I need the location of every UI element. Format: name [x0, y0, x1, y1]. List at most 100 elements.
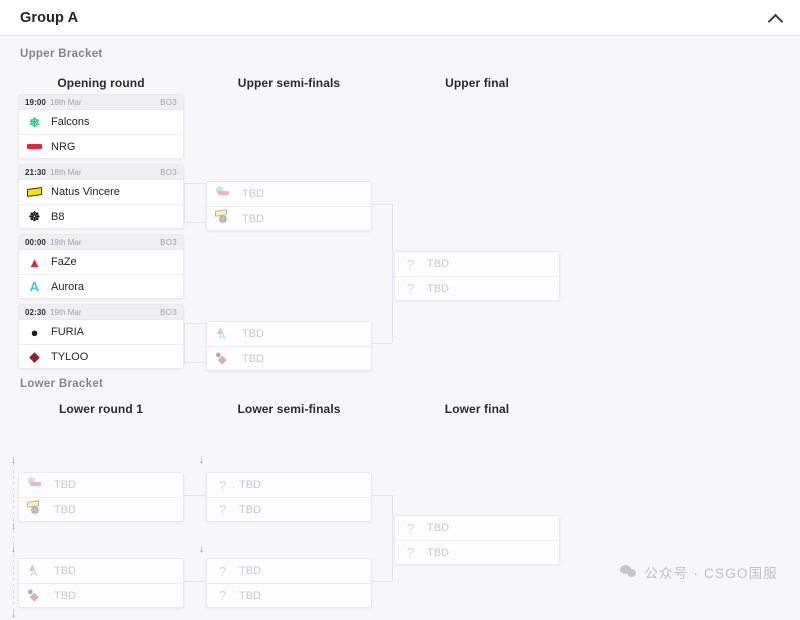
match-time: 21:30 [25, 167, 46, 177]
team-name: TBD [54, 589, 76, 602]
team-row[interactable]: ? TBD [207, 497, 371, 521]
question-mark-icon: ? [218, 477, 227, 493]
round-title-lower-round-1: Lower round 1 [59, 402, 143, 416]
match-card[interactable]: ? TBD ? TBD [394, 251, 560, 301]
falcons-nrg-stack-icon: ❄ [215, 185, 233, 202]
match-date: 18th Mar [49, 97, 82, 107]
team-row[interactable]: ☸ TBD [207, 206, 371, 230]
team-row[interactable]: ☸ TBD [19, 497, 183, 521]
faze-aurora-stack-icon: ▲A [215, 324, 226, 342]
match-card[interactable]: ❄ TBD ☸ TBD [18, 472, 184, 522]
team-row[interactable]: ●◆ TBD [207, 346, 371, 370]
team-row[interactable]: ▲A TBD [207, 322, 371, 346]
furia-tyloo-stack-icon: ●◆ [215, 349, 227, 366]
team-row[interactable]: ? TBD [207, 583, 371, 607]
team-row[interactable]: ▲ FaZe [19, 250, 183, 274]
watermark-text: 公众号 · CSGO国服 [644, 566, 778, 581]
match-format: BO3 [160, 167, 177, 177]
team-row[interactable]: ☸ B8 [19, 204, 183, 228]
team-row[interactable]: ◆ TYLOO [19, 344, 183, 368]
match-card[interactable]: ❄ TBD ☸ TBD [206, 181, 372, 231]
match-card[interactable]: 19:00 18th Mar BO3 ❄ Falcons NRG [18, 94, 184, 159]
match-format: BO3 [160, 237, 177, 247]
team-row[interactable]: ●◆ TBD [19, 583, 183, 607]
connector [372, 495, 392, 496]
tyloo-logo: ◆ [29, 349, 40, 364]
team-row[interactable]: ▲A TBD [19, 559, 183, 583]
chevron-up-icon[interactable] [768, 10, 784, 26]
round-title-upper-semis: Upper semi-finals [237, 76, 341, 90]
team-name: NRG [51, 140, 76, 153]
furia-logo: ● [30, 324, 39, 340]
furia-tyloo-stack-icon: ●◆ [27, 586, 39, 603]
match-format: BO3 [160, 97, 177, 107]
team-name: TBD [427, 546, 449, 559]
aurora-logo: A [29, 279, 40, 294]
team-name: Falcons [51, 116, 90, 128]
team-row[interactable]: ? TBD [395, 252, 559, 276]
team-row[interactable]: ❄ TBD [207, 182, 371, 206]
navi-logo [27, 185, 42, 200]
match-card[interactable]: ? TBD ? TBD [206, 558, 372, 608]
connector [184, 222, 206, 223]
connector [372, 581, 392, 582]
drop-arrow: ↓ [198, 543, 205, 555]
team-row[interactable]: ? TBD [207, 559, 371, 583]
team-row[interactable]: A Aurora [19, 274, 183, 298]
faze-aurora-stack-icon: ▲A [27, 561, 38, 579]
connector [372, 204, 392, 205]
match-date: 19th Mar [49, 307, 82, 317]
upper-bracket-label: Upper Bracket [20, 48, 103, 60]
match-header: 21:30 18th Mar BO3 [19, 165, 183, 180]
round-title-opening: Opening round [57, 76, 145, 90]
team-row[interactable]: ? TBD [207, 473, 371, 497]
round-title-lower-semis: Lower semi-finals [237, 402, 341, 416]
match-date: 18th Mar [49, 167, 82, 177]
question-mark-icon: ? [406, 545, 415, 560]
team-row[interactable]: ● FURIA [19, 320, 183, 344]
match-card[interactable]: ? TBD ? TBD [394, 515, 560, 565]
group-header[interactable]: Group A [0, 0, 800, 36]
team-row[interactable]: ❄ Falcons [19, 110, 183, 134]
team-row[interactable]: Natus Vincere [19, 180, 183, 204]
team-row[interactable]: ? TBD [395, 516, 559, 540]
falcons-nrg-stack-icon: ❄ [27, 476, 45, 493]
b8-logo: ☸ [28, 209, 41, 224]
team-row[interactable]: ? TBD [395, 276, 559, 300]
match-card[interactable]: 21:30 18th Mar BO3 Natus Vincere ☸ B8 [18, 164, 184, 229]
match-date: 19th Mar [49, 237, 82, 247]
team-name: TBD [239, 479, 261, 491]
match-card[interactable]: ▲A TBD ●◆ TBD [18, 558, 184, 608]
team-row[interactable]: ❄ TBD [19, 473, 183, 497]
drop-arrow: ↓ [10, 520, 17, 532]
question-mark-icon: ? [406, 256, 415, 272]
match-time: 19:00 [25, 97, 46, 107]
team-name: TBD [239, 503, 261, 516]
round-title-lower-final: Lower final [444, 402, 510, 416]
navi-b8-stack-icon: ☸ [215, 209, 233, 226]
team-name: TBD [427, 522, 449, 534]
nrg-logo [27, 139, 42, 154]
team-row[interactable]: NRG [19, 134, 183, 158]
connector [184, 495, 206, 496]
team-name: Natus Vincere [51, 186, 120, 198]
match-card[interactable]: ▲A TBD ●◆ TBD [206, 321, 372, 371]
team-name: Aurora [51, 280, 85, 293]
team-name: FURIA [51, 326, 84, 338]
wechat-icon [620, 565, 637, 579]
team-name: TBD [54, 479, 76, 491]
match-card[interactable]: 00:00 19th Mar BO3 ▲ FaZe A Aurora [18, 234, 184, 299]
drop-rail [13, 458, 14, 620]
connector [184, 183, 206, 184]
connector [372, 343, 392, 344]
question-mark-icon: ? [218, 588, 227, 603]
team-name: TYLOO [51, 350, 89, 363]
question-mark-icon: ? [218, 563, 227, 579]
falcons-logo: ❄ [29, 114, 40, 130]
team-name: TBD [427, 282, 449, 295]
match-card[interactable]: 02:30 19th Mar BO3 ● FURIA ◆ TYLOO [18, 304, 184, 369]
team-row[interactable]: ? TBD [395, 540, 559, 564]
match-card[interactable]: ? TBD ? TBD [206, 472, 372, 522]
watermark: 公众号 · CSGO国服 [620, 562, 778, 582]
team-name: TBD [54, 565, 76, 577]
